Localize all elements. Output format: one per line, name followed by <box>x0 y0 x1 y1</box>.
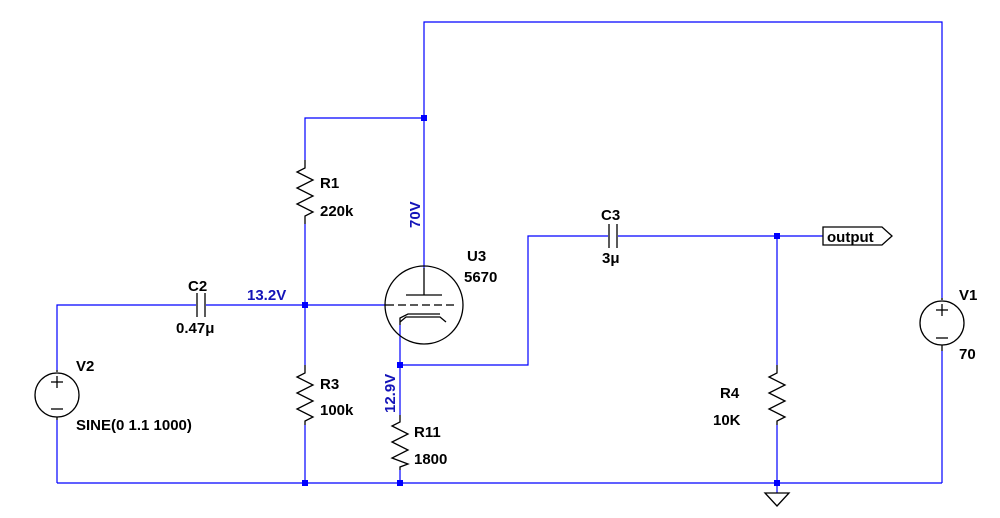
cathode-voltage: 12.9V <box>382 374 399 413</box>
r4-value: 10K <box>713 412 741 429</box>
ground-symbol <box>763 492 791 507</box>
r3-ref: R3 <box>320 376 339 393</box>
v1-ref: V1 <box>959 287 977 304</box>
r11-value: 1800 <box>414 451 447 468</box>
voltage-source-v1[interactable] <box>919 298 965 351</box>
junction-ground-r4 <box>774 480 780 486</box>
wires <box>56 21 943 493</box>
resistor-r4[interactable] <box>767 365 787 425</box>
resistor-r3[interactable] <box>295 365 315 425</box>
output-net-flag[interactable] <box>822 226 893 246</box>
resistor-r11[interactable] <box>390 415 410 470</box>
wire-cathode-c3 <box>400 235 608 366</box>
wire-r1-feed <box>304 117 424 160</box>
resistor-r1[interactable] <box>295 160 315 224</box>
junction-grid <box>302 302 308 308</box>
output-net-label: output <box>827 229 874 246</box>
r1-value: 220k <box>320 203 354 220</box>
plate-voltage: 70V <box>407 201 424 228</box>
v1-value: 70 <box>959 346 976 363</box>
r1-ref: R1 <box>320 175 339 192</box>
junction-plate <box>421 115 427 121</box>
capacitor-c2[interactable] <box>196 293 206 317</box>
c3-ref: C3 <box>601 207 620 224</box>
junction-cathode <box>397 362 403 368</box>
u3-value: 5670 <box>464 269 497 286</box>
junctions <box>302 115 780 486</box>
c2-value: 0.47μ <box>176 320 214 337</box>
v2-value: SINE(0 1.1 1000) <box>76 417 192 434</box>
u3-ref: U3 <box>467 248 486 265</box>
junction-ground-r11 <box>397 480 403 486</box>
junction-ground-r3 <box>302 480 308 486</box>
grid-voltage: 13.2V <box>247 287 286 304</box>
junction-output <box>774 233 780 239</box>
capacitor-c3[interactable] <box>608 224 618 248</box>
voltage-source-v2[interactable] <box>34 370 80 420</box>
triode-u3[interactable] <box>384 265 464 345</box>
c2-ref: C2 <box>188 278 207 295</box>
r11-ref: R11 <box>414 424 441 441</box>
c3-value: 3μ <box>602 250 620 267</box>
r4-ref: R4 <box>720 385 740 402</box>
r3-value: 100k <box>320 402 354 419</box>
wire-v2-top <box>56 304 196 370</box>
v2-ref: V2 <box>76 358 94 375</box>
wire-top-rail <box>423 21 943 298</box>
